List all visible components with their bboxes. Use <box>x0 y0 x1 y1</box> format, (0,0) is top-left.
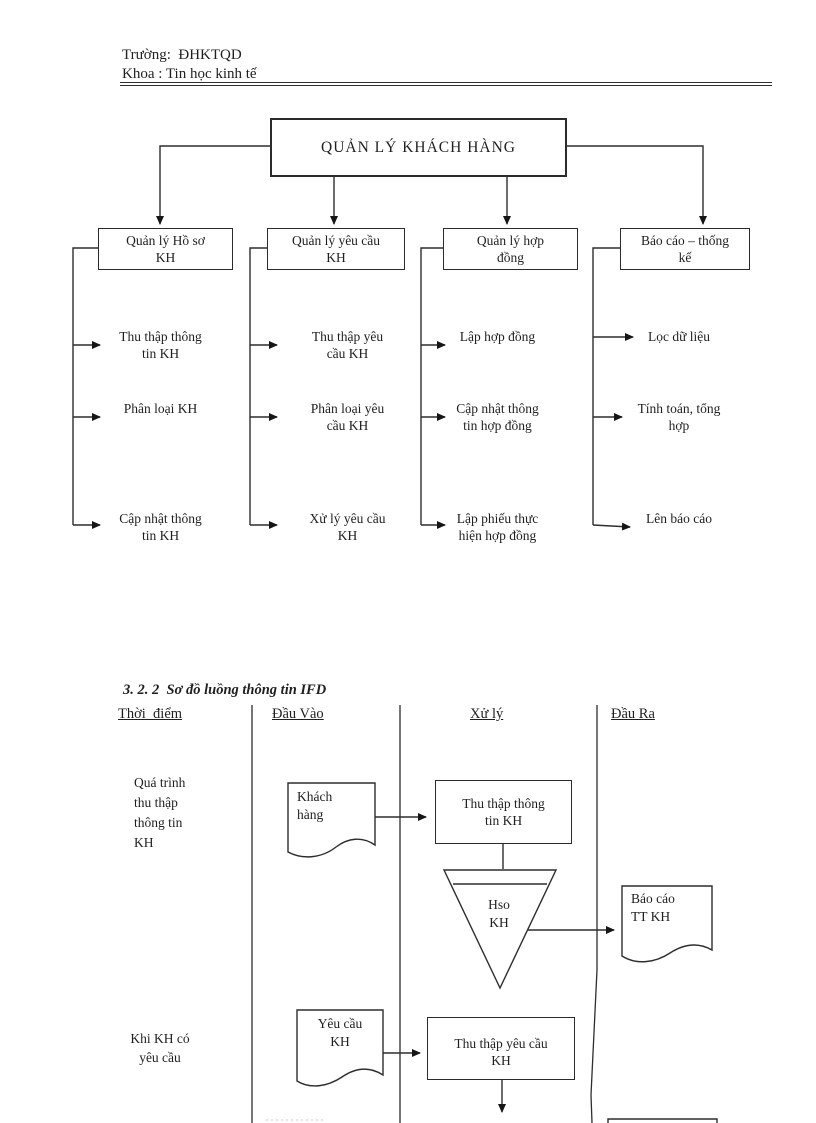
leaf-cap-nhat-thong-tin-kh: Cập nhật thông tin KH <box>119 511 202 543</box>
header-school-line: Trường: ĐHKTQD <box>122 47 242 63</box>
branch1-spine <box>72 247 98 525</box>
leaf-len-bao-cao: Lên báo cáo <box>646 511 712 526</box>
datastore-label-hso-kh: Hso KH <box>488 897 510 930</box>
branch4-spine <box>592 247 620 525</box>
branch-box-hop-dong: Quản lý hợp đồng <box>443 228 578 270</box>
branch-box-bao-cao-thong-ke: Báo cáo – thống kế <box>620 228 750 270</box>
leaf-xu-ly-yeu-cau-kh: Xử lý yêu cầu KH <box>309 511 386 543</box>
leaf-phan-loai-kh: Phân loại KH <box>123 401 198 416</box>
root-function-box: QUẢN LÝ KHÁCH HÀNG <box>270 118 567 177</box>
section-heading-ifd: 3. 2. 2 Sơ đồ luồng thông tin IFD <box>123 682 327 698</box>
branch3-spine <box>420 247 443 525</box>
document-label-bao-cao-tt-kh: Báo cáo TT KH <box>631 891 675 924</box>
branch-box-yeu-cau-kh: Quản lý yêu cầu KH <box>267 228 405 270</box>
leaf-thu-thap-thong-tin-kh: Thu thập thông tin KH <box>119 329 202 361</box>
ifd-rule-3 <box>590 705 598 1123</box>
branch2-spine <box>249 247 267 525</box>
column-header-dau-ra: Đầu Ra <box>611 706 655 722</box>
connector-root-to-branch4 <box>563 145 707 225</box>
document-label-yeu-cau-kh: Yêu cầu KH <box>317 1016 363 1049</box>
partial-box-bottom-right <box>607 1118 718 1123</box>
leaf-thu-thap-yeu-cau-kh: Thu thập yêu cầu KH <box>311 329 384 361</box>
leaf-cap-nhat-thong-tin-hop-dong: Cập nhật thông tin hợp đồng <box>456 401 539 433</box>
column-header-thoi-diem: Thời điểm <box>118 706 183 722</box>
header-faculty-line: Khoa : Tin học kinh tế <box>122 66 257 82</box>
header-divider-rule <box>120 82 772 86</box>
leaf-lap-hop-dong: Lập hợp đồng <box>459 329 536 344</box>
leaf-lap-phieu-thuc-hien-hop-dong: Lập phiếu thực hiện hợp đồng <box>456 511 539 543</box>
connector-root-to-branch1 <box>156 145 270 225</box>
time-label-khi-kh-co-yeu-cau: Khi KH có yêu cầu <box>130 1031 190 1065</box>
leaf-loc-du-lieu: Lọc dữ liệu <box>647 329 711 344</box>
column-header-dau-vao: Đầu Vào <box>272 706 324 722</box>
document-label-khach-hang: Khách hàng <box>297 789 333 822</box>
leaf-tinh-toan-tong-hop: Tính toán, tổng hợp <box>637 401 721 433</box>
process-box-thu-thap-thong-tin-kh: Thu thập thông tin KH <box>435 780 572 844</box>
leaf-phan-loai-yeu-cau-kh: Phân loại yêu cầu KH <box>310 401 385 433</box>
time-label-qua-trinh-thu-thap: Quá trình thu thập thông tin KH <box>134 775 186 850</box>
branch-box-ho-so-kh: Quản lý Hồ sơ KH <box>98 228 233 270</box>
process-box-thu-thap-yeu-cau-kh: Thu thập yêu cầu KH <box>427 1017 575 1080</box>
column-header-xu-ly: Xử lý <box>470 706 504 722</box>
